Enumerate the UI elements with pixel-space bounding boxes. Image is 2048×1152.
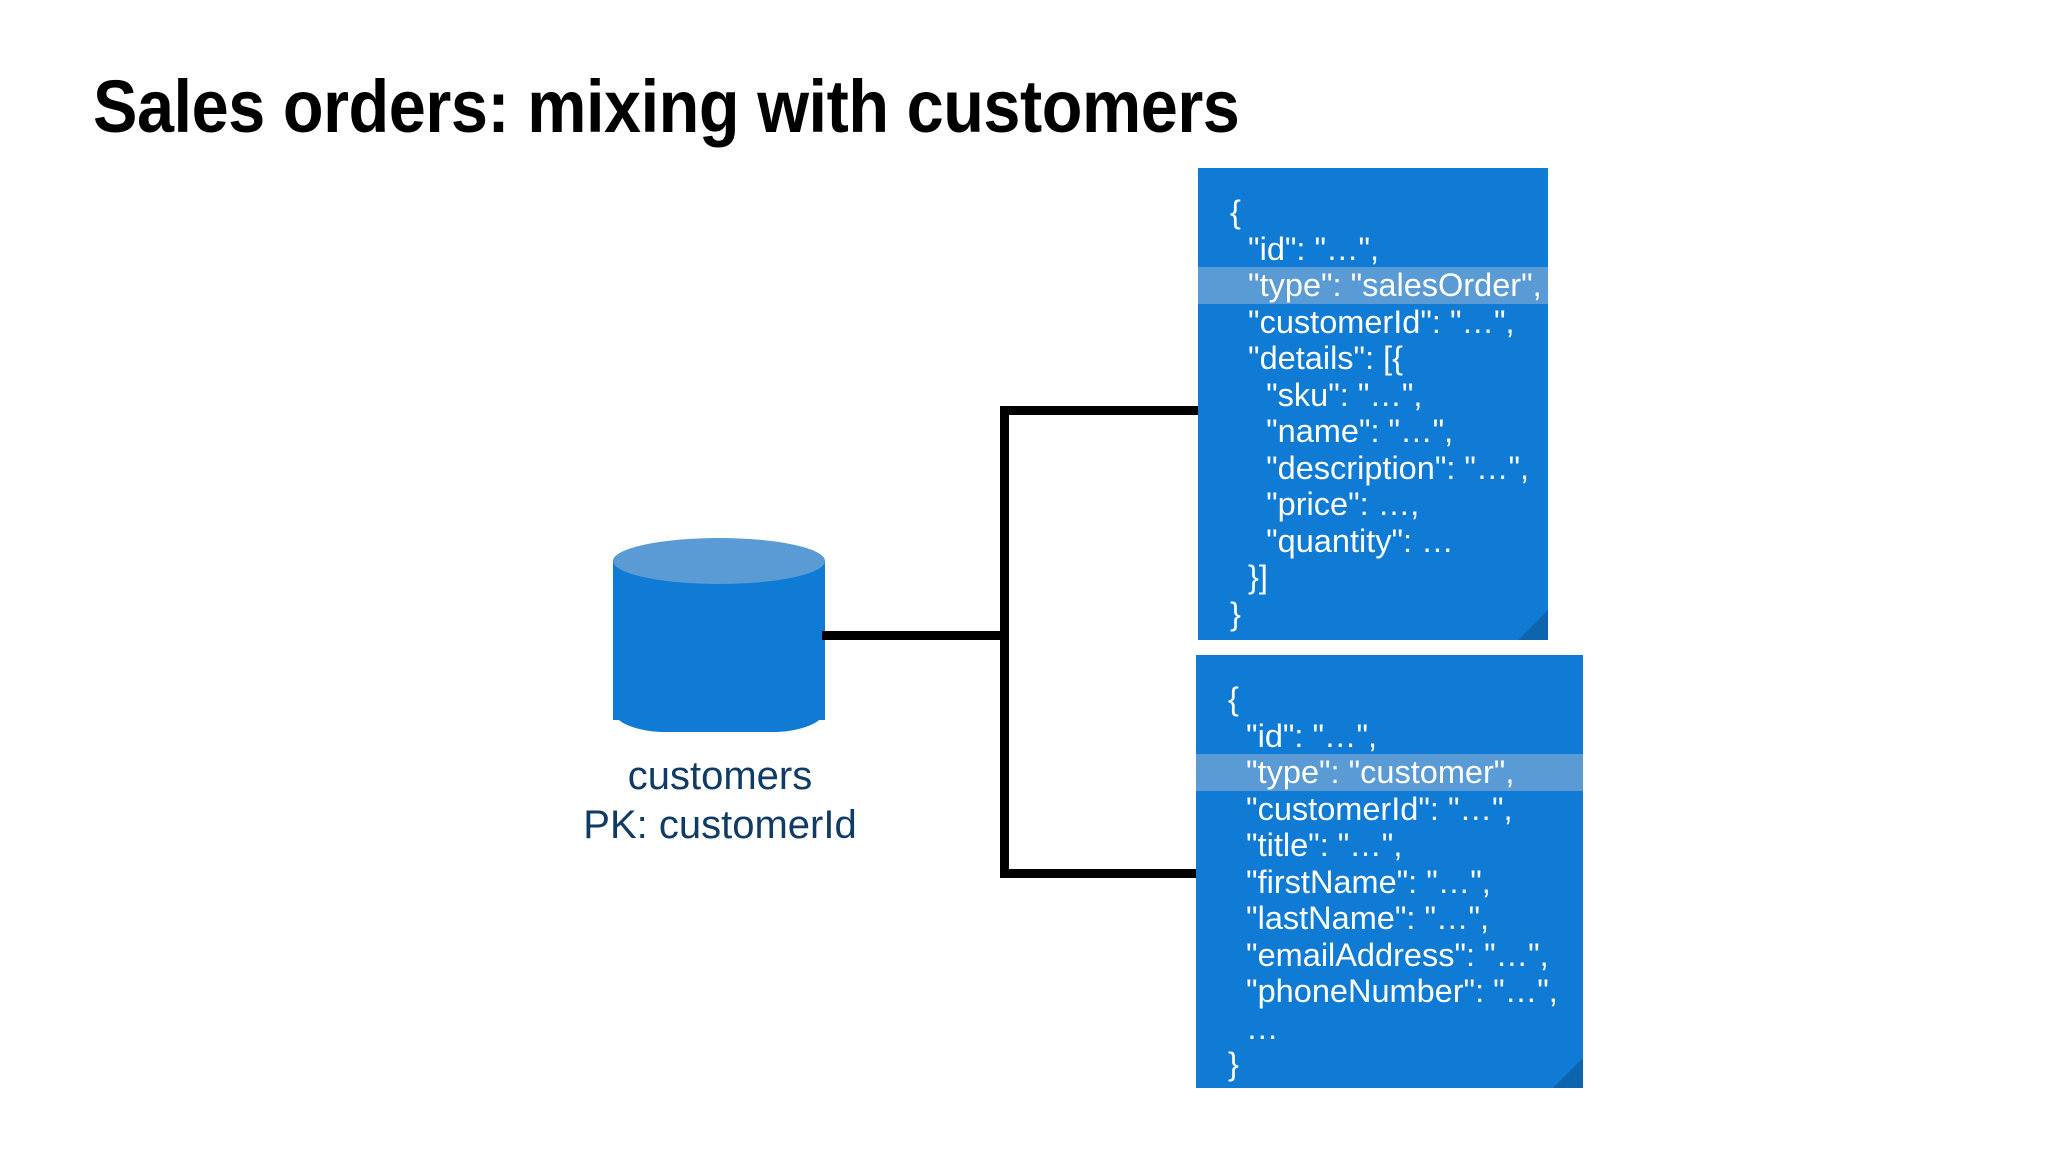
cylinder-top-ellipse bbox=[613, 538, 825, 584]
database-partition-key-label: PK: customerId bbox=[583, 802, 857, 847]
json-line: { bbox=[1230, 194, 1241, 230]
database-label-group: customers PK: customerId bbox=[450, 752, 990, 850]
cylinder-body bbox=[613, 560, 825, 720]
json-line: "firstName": "…", bbox=[1228, 863, 1491, 900]
json-line: }] bbox=[1230, 559, 1268, 595]
json-line: "emailAddress": "…", bbox=[1228, 936, 1549, 973]
json-line: } bbox=[1230, 595, 1241, 632]
json-lines-sales-order: { "id": "…", "type": "salesOrder", "cust… bbox=[1198, 168, 1548, 632]
json-line: "type": "salesOrder", bbox=[1198, 267, 1548, 304]
connector-stem bbox=[822, 631, 1008, 640]
json-line: "id": "…", bbox=[1230, 230, 1380, 267]
page-title: Sales orders: mixing with customers bbox=[93, 65, 1240, 148]
json-line: "description": "…", bbox=[1230, 449, 1530, 486]
json-line: "id": "…", bbox=[1228, 717, 1378, 754]
database-name-label: customers bbox=[627, 754, 813, 798]
json-line: "quantity": … bbox=[1230, 522, 1454, 559]
json-card-sales-order: { "id": "…", "type": "salesOrder", "cust… bbox=[1198, 168, 1548, 640]
page-fold-corner-icon bbox=[1553, 1058, 1583, 1088]
json-line: "customerId": "…", bbox=[1230, 303, 1515, 340]
json-card-customer: { "id": "…", "type": "customer", "custom… bbox=[1196, 655, 1583, 1088]
json-line: } bbox=[1228, 1046, 1239, 1082]
json-line: "type": "customer", bbox=[1196, 754, 1583, 791]
json-line: "lastName": "…", bbox=[1228, 900, 1490, 936]
json-lines-customer: { "id": "…", "type": "customer", "custom… bbox=[1196, 655, 1583, 1083]
json-line: "details": [{ bbox=[1230, 340, 1404, 376]
database-cylinder-icon bbox=[613, 538, 825, 743]
connector-trunk bbox=[1000, 406, 1009, 878]
json-line: "phoneNumber": "…", bbox=[1228, 973, 1558, 1009]
json-line: "sku": "…", bbox=[1230, 376, 1423, 413]
json-line: "customerId": "…", bbox=[1228, 790, 1513, 827]
connector-branch-bottom bbox=[1000, 869, 1202, 878]
json-line: { bbox=[1228, 681, 1239, 717]
json-line: "title": "…", bbox=[1228, 827, 1403, 863]
json-line: … bbox=[1228, 1009, 1279, 1046]
connector-branch-top bbox=[1000, 406, 1202, 415]
json-line: "name": "…", bbox=[1230, 413, 1454, 449]
json-line: "price": …, bbox=[1230, 486, 1420, 522]
page-fold-corner-icon bbox=[1518, 610, 1548, 640]
